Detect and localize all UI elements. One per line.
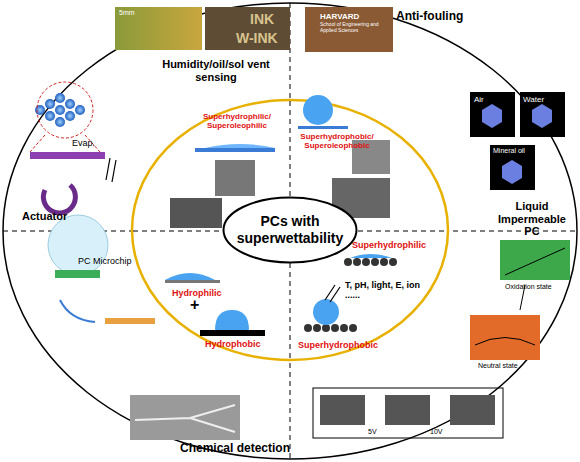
sphere-layer [371, 258, 379, 266]
label-text: Air [474, 95, 512, 104]
sensing-photo [115, 7, 202, 50]
label-text: T, pH, light, E, ion ...... [345, 280, 435, 301]
impermeable-photo [520, 92, 565, 137]
graph-line [505, 248, 565, 275]
label-text: Hydrophilic [172, 288, 242, 298]
node-title: PCs with superwettability [222, 213, 358, 247]
label-text: Superhydrophobic [298, 340, 380, 350]
antifouling-photo [305, 7, 393, 52]
hydrophobic-droplet [215, 310, 249, 330]
sphere-layer [344, 258, 352, 266]
label-text: Liquid Impermeable PC [492, 200, 572, 238]
switch-arrow [330, 287, 340, 302]
label-text: Hydrophobic [205, 339, 275, 349]
spherical-droplet [313, 299, 339, 325]
label-text: School of Engineering and Applied Scienc… [320, 22, 390, 34]
sensing-photo [205, 7, 290, 50]
impermeable-photo [470, 92, 515, 137]
lattice-spheres [55, 117, 65, 127]
label-text: Superhydrophobic/ Superoleophobic [294, 132, 380, 150]
label-text: Superhydrophilic/ Superoleophilic [196, 112, 278, 130]
sem-image [215, 160, 255, 196]
zoom-circle [37, 82, 93, 138]
actuator-film [30, 152, 105, 159]
hydrophilic-droplet [165, 273, 215, 280]
label-text: Neutral state [478, 362, 543, 370]
device-sketch [450, 395, 495, 425]
label-text: 5mm [119, 9, 149, 17]
inner-ellipse [132, 100, 448, 360]
lattice-spheres [55, 93, 65, 103]
device-sketch [320, 395, 365, 425]
flow-arrow [60, 300, 95, 322]
outer-ellipse [3, 3, 577, 459]
sphere-layer [340, 324, 348, 332]
label-text: + [190, 296, 210, 314]
substrate [165, 280, 220, 283]
label-text: Actuator [22, 210, 92, 223]
sphere-layer [304, 324, 312, 332]
sphere-layer [331, 324, 339, 332]
zoom-line [30, 135, 45, 152]
label-text: Humidity/oil/sol vent sensing [152, 58, 280, 83]
reversible-arrow [112, 160, 116, 182]
center-ellipse: PCs with superwettability [222, 196, 358, 264]
spherical-droplet [303, 95, 333, 125]
label-text: PC Microchip [78, 256, 148, 266]
sphere-layer [389, 258, 397, 266]
label-text: Mineral oil [493, 147, 533, 155]
sphere-layer [380, 258, 388, 266]
pc-microchip [105, 318, 155, 324]
sphere-layer [349, 324, 357, 332]
lattice-spheres [65, 111, 75, 121]
lattice-spheres [75, 105, 85, 115]
lattice-spheres [65, 99, 75, 109]
lattice-spheres [45, 99, 55, 109]
pc-microchip [55, 270, 100, 278]
label-text: Oxidation state [505, 283, 570, 291]
label-text: INK [250, 11, 290, 27]
channel [135, 405, 235, 432]
lattice-spheres [35, 93, 85, 127]
device-frame [313, 388, 503, 438]
label-text: Superhydrophilic [352, 240, 432, 250]
sphere-layer [353, 258, 361, 266]
substrate [200, 330, 265, 336]
sem-image [130, 395, 240, 440]
pc-crystal [502, 160, 522, 184]
label-text: W-INK [236, 30, 290, 46]
lattice-spheres [45, 111, 55, 121]
sphere-layer [322, 324, 330, 332]
sphere-layer [313, 324, 321, 332]
graph-line [475, 338, 535, 346]
pc-crystal [482, 104, 502, 128]
pc-crystal [532, 104, 552, 128]
sphere-layer [362, 258, 370, 266]
reversible-arrow [106, 158, 110, 180]
label-text: Evap. [72, 138, 112, 148]
spread-droplet [350, 254, 392, 258]
label-text: Chemical detection [180, 442, 310, 456]
oxidation-graph [500, 240, 570, 280]
neutral-graph [470, 315, 540, 360]
pc-film [298, 126, 348, 129]
device-sketch [385, 395, 430, 425]
spread-droplet [205, 144, 275, 148]
label-text: HARVARD [320, 12, 390, 21]
label-text: Anti-fouling [396, 10, 486, 24]
lattice-spheres [55, 105, 65, 115]
curled-film [43, 185, 75, 213]
sem-image [170, 198, 222, 228]
pc-film [195, 148, 275, 152]
label-text: 10V [430, 428, 455, 436]
impermeable-photo [490, 145, 535, 190]
label-text: 5V [368, 428, 388, 436]
label-text: Water [523, 95, 563, 104]
